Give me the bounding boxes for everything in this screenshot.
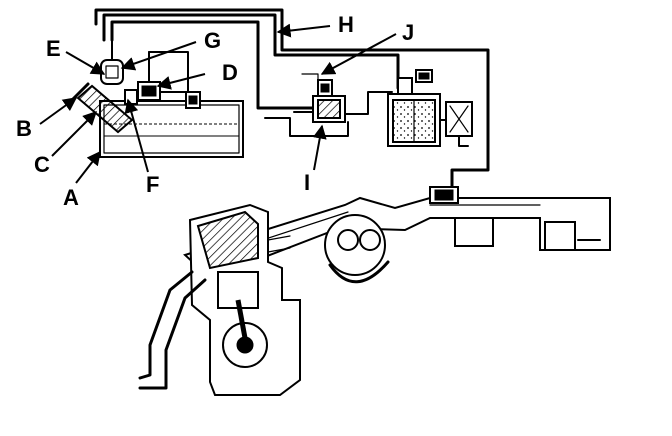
- intake-manifold: [183, 186, 611, 284]
- tank-components: [100, 39, 201, 109]
- leader-arrows: [39, 23, 397, 184]
- callout-d: D: [222, 60, 238, 85]
- evap-canister: [387, 69, 441, 147]
- vent-shut-valve: [439, 101, 473, 147]
- callout-b: B: [16, 116, 32, 141]
- callout-a: A: [63, 185, 79, 210]
- fuel-tank: [99, 100, 244, 158]
- callout-c: C: [34, 152, 50, 177]
- purge-valve: [293, 73, 346, 123]
- callout-g: G: [204, 28, 221, 53]
- engine: [188, 203, 301, 396]
- callout-h: H: [338, 12, 354, 37]
- exhaust-pipe: [138, 270, 207, 390]
- callout-f: F: [146, 172, 159, 197]
- callout-e: E: [46, 36, 61, 61]
- callout-i: I: [304, 170, 310, 195]
- callout-j: J: [402, 20, 414, 45]
